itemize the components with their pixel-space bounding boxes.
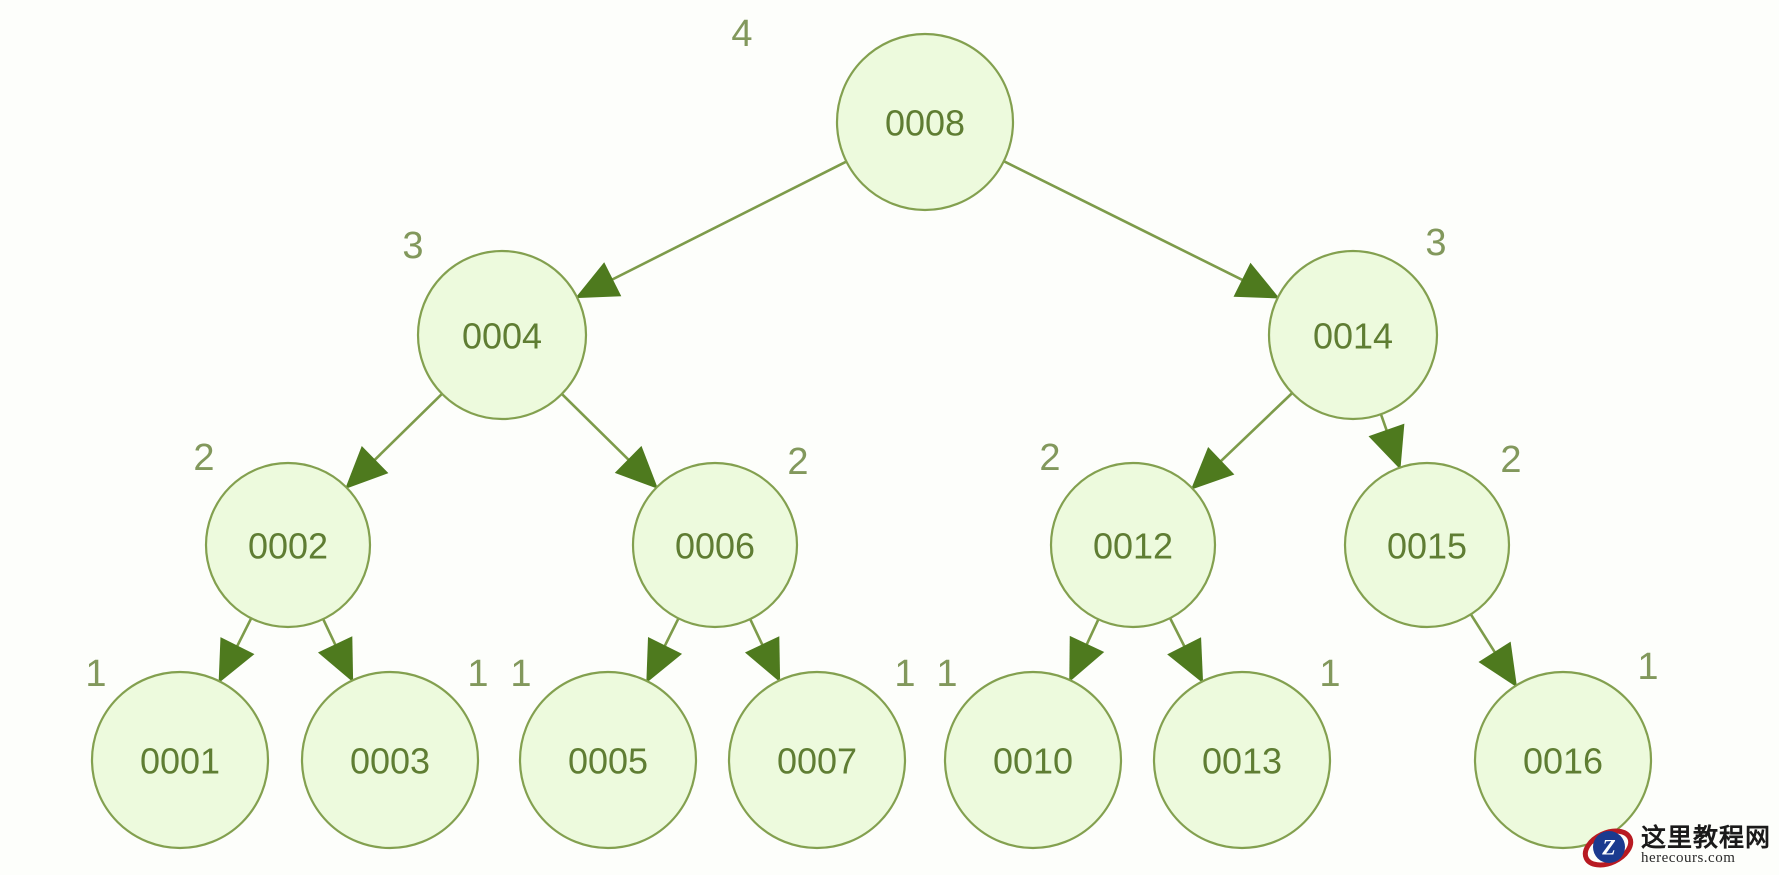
watermark-texts: 这里教程网 herecours.com: [1640, 823, 1771, 867]
edge-arrow-icon: [218, 637, 255, 684]
edge-arrow-icon: [646, 636, 683, 684]
node-height-label: 2: [1039, 437, 1060, 479]
edge-arrow-icon: [1190, 447, 1235, 490]
edges-layer: [218, 160, 1518, 688]
edge-arrow-icon: [1167, 637, 1204, 684]
node-key-label: 0001: [140, 741, 220, 782]
node-circle[interactable]: [631, 461, 799, 629]
node-circle[interactable]: [1473, 670, 1653, 850]
node-height-label: 2: [787, 441, 808, 483]
node-key-label: 0008: [885, 103, 965, 144]
tree-node-0013[interactable]: 0013 1: [1152, 653, 1341, 850]
svg-text:Z: Z: [1601, 835, 1615, 860]
node-key-label: 0016: [1523, 741, 1603, 782]
tree-edge: [1469, 613, 1518, 688]
node-circle[interactable]: [1343, 461, 1511, 629]
tree-edge: [1167, 617, 1204, 684]
node-height-label: 1: [936, 653, 957, 695]
node-key-label: 0004: [462, 316, 542, 357]
edge-line: [603, 160, 847, 285]
tree-node-0003[interactable]: 0003 1: [300, 653, 489, 850]
edge-arrow-icon: [1368, 423, 1405, 470]
edge-arrow-icon: [1478, 641, 1518, 688]
tree-node-0001[interactable]: 0001 1: [85, 653, 270, 850]
node-circle[interactable]: [300, 670, 480, 850]
tree-node-0006[interactable]: 0006 2: [631, 441, 809, 629]
watermark-site-url: herecours.com: [1640, 850, 1736, 867]
tree-node-0014[interactable]: 0014 3: [1267, 222, 1447, 421]
edge-arrow-icon: [614, 445, 659, 489]
node-circle[interactable]: [835, 32, 1015, 212]
tree-edge: [1368, 413, 1405, 470]
tree-edge: [317, 618, 354, 683]
node-key-label: 0007: [777, 741, 857, 782]
node-key-label: 0010: [993, 741, 1073, 782]
node-key-label: 0006: [675, 526, 755, 567]
tree-node-0005[interactable]: 0005 1: [510, 653, 698, 850]
node-height-label: 1: [467, 653, 488, 695]
node-circle[interactable]: [943, 670, 1123, 850]
tree-node-0002[interactable]: 0002 2: [193, 437, 372, 629]
tree-node-0004[interactable]: 0004 3: [402, 225, 588, 421]
edge-arrow-icon: [1069, 635, 1105, 683]
node-key-label: 0013: [1202, 741, 1282, 782]
edge-arrow-icon: [1233, 262, 1280, 299]
node-height-label: 1: [510, 653, 531, 695]
node-height-label: 3: [402, 225, 423, 267]
node-key-label: 0015: [1387, 526, 1467, 567]
node-key-label: 0012: [1093, 526, 1173, 567]
node-height-label: 2: [193, 437, 214, 479]
edge-arrow-icon: [317, 636, 354, 683]
tree-edge: [1190, 392, 1294, 490]
node-height-label: 1: [85, 653, 106, 695]
edge-arrow-icon: [345, 445, 389, 489]
node-key-label: 0003: [350, 741, 430, 782]
node-circle[interactable]: [1152, 670, 1332, 850]
node-circle[interactable]: [1267, 249, 1439, 421]
tree-edge: [218, 617, 255, 684]
tree-node-0007[interactable]: 0007 1: [727, 653, 916, 850]
edge-line: [1003, 160, 1252, 286]
node-circle[interactable]: [416, 249, 588, 421]
nodes-layer: 0008 4 0004 3 0014 3 0002 2 0006 2 0012 2 0015 2 0001 1…: [85, 13, 1659, 850]
tree-edge: [345, 392, 443, 489]
node-height-label: 1: [1319, 653, 1340, 695]
node-circle[interactable]: [518, 670, 698, 850]
tree-edge: [646, 617, 683, 684]
edge-line: [367, 392, 443, 468]
tree-edge: [560, 393, 659, 489]
node-circle[interactable]: [90, 670, 270, 850]
tree-node-0012[interactable]: 0012 2: [1039, 437, 1217, 629]
tree-node-0010[interactable]: 0010 1: [936, 653, 1123, 850]
node-circle[interactable]: [727, 670, 907, 850]
watermark-site-name: 这里教程网: [1640, 823, 1771, 852]
watermark-logo-icon: Z: [1582, 821, 1634, 871]
edge-line: [560, 393, 637, 468]
tree-node-0015[interactable]: 0015 2: [1343, 439, 1522, 629]
node-key-label: 0002: [248, 526, 328, 567]
edge-arrow-icon: [744, 636, 781, 683]
node-circle[interactable]: [204, 461, 372, 629]
node-height-label: 1: [894, 653, 915, 695]
tree-edge: [744, 618, 781, 683]
edge-line: [1213, 392, 1294, 469]
tree-node-0008[interactable]: 0008 4: [731, 13, 1015, 212]
node-height-label: 3: [1425, 222, 1446, 264]
node-height-label: 2: [1500, 439, 1521, 481]
node-circle[interactable]: [1049, 461, 1217, 629]
watermark: Z 这里教程网 herecours.com: [1582, 821, 1771, 871]
node-key-label: 0014: [1313, 316, 1393, 357]
node-key-label: 0005: [568, 741, 648, 782]
node-height-label: 1: [1637, 646, 1658, 688]
edge-arrow-icon: [575, 262, 622, 299]
tree-edge: [575, 160, 847, 299]
tree-edge: [1069, 618, 1105, 683]
node-height-label: 4: [731, 13, 752, 55]
tree-edge: [1003, 160, 1280, 299]
tree-node-0016[interactable]: 0016 1: [1473, 646, 1659, 850]
